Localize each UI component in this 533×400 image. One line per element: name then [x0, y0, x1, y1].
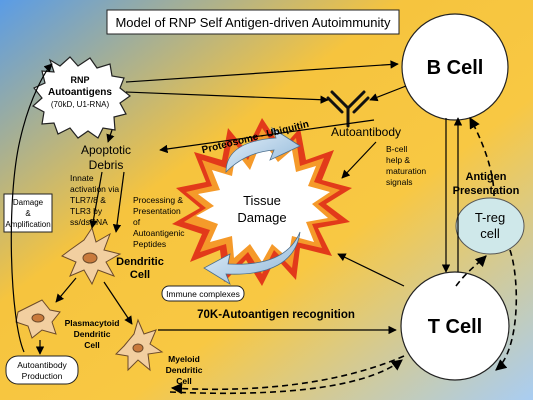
- autoantibody-label: Autoantibody: [331, 125, 401, 139]
- antigen-presentation-1: Antigen: [466, 171, 507, 183]
- bcell-help-line-2: help &: [386, 155, 410, 165]
- plasmacytoid-label-1: Plasmacytoid: [65, 318, 120, 328]
- treg-circle: [455, 197, 525, 255]
- antigen-presentation-2: Presentation: [453, 185, 520, 197]
- rnp-label-3: (70kD, U1-RNA): [51, 100, 110, 109]
- bcell-help-line-4: signals: [386, 177, 412, 187]
- arrow-tcell-to-tissue: [337, 253, 405, 287]
- innate-line-3: TLR7/8 &: [70, 195, 106, 205]
- title-box: [106, 9, 400, 35]
- processing-line-4: Autoantigenic: [133, 228, 185, 238]
- immune-complexes-box: [161, 285, 245, 302]
- processing-line-3: of: [133, 217, 141, 227]
- innate-line-2: activation via: [70, 184, 119, 194]
- bcell-help-line-1: B-cell: [386, 144, 407, 154]
- plasmacytoid-nucleus: [31, 313, 45, 323]
- rnp-label-1: RNP: [70, 75, 89, 85]
- dashed-tcell-to-myeloid: [170, 355, 405, 395]
- autoantibody-production-box: [5, 355, 79, 385]
- damage-amp-1: Damage: [13, 198, 44, 207]
- myeloid-label-1: Myeloid: [168, 354, 200, 364]
- apoptotic-label-1: Apoptotic: [81, 143, 131, 157]
- arrow-bcell-to-antibody: [369, 85, 407, 102]
- processing-line-2: Presentation: [133, 206, 181, 216]
- autoantibody-production-2: Production: [22, 371, 63, 381]
- dendritic-cell-nucleus: [82, 252, 98, 264]
- tissue-damage-label-1: Tissue: [243, 193, 281, 208]
- rnp-label-2: Autoantigens: [48, 87, 112, 98]
- tissue-damage-label-2: Damage: [237, 210, 286, 225]
- dashed-tcell-to-treg: [455, 255, 487, 287]
- innate-line-5: ss/dsRNA: [70, 217, 108, 227]
- arrows: [10, 60, 463, 355]
- arrow-debris-to-dc-right: [112, 171, 125, 233]
- dashed-arrows: [169, 117, 518, 395]
- antibody-icon: [326, 90, 370, 128]
- arrow-rnp-to-antibody: [125, 91, 329, 104]
- immune-complexes-label: Immune complexes: [166, 289, 240, 299]
- arrow-rnp-to-debris: [106, 129, 115, 143]
- dashed-treg-to-bcell: [469, 117, 495, 197]
- bcell-help-line-3: maturation: [386, 166, 426, 176]
- damage-amp-2: &: [25, 209, 31, 218]
- innate-line-4: TLR3 by: [70, 206, 103, 216]
- title: Model of RNP Self Antigen-driven Autoimm…: [115, 15, 391, 30]
- recognition-label: 70K-Autoantigen recognition: [197, 309, 355, 321]
- myeloid-label-2: Dendritic: [166, 365, 203, 375]
- treg-label-1: T-reg: [475, 210, 505, 225]
- arrow-dc-to-plasmacytoid: [55, 277, 77, 303]
- rnp-starburst: [31, 56, 132, 139]
- b-cell-label: B Cell: [427, 57, 484, 79]
- t-cell-circle: [400, 271, 510, 381]
- innate-line-1: Innate: [70, 173, 94, 183]
- arrow-antibody-to-debris: [159, 119, 375, 154]
- arrow-rnp-to-bcell: [125, 60, 399, 83]
- damage-amp-3: Amplification: [5, 220, 50, 229]
- plasmacytoid-label-2: Dendritic: [74, 329, 111, 339]
- arrow-antibody-to-tissue: [341, 141, 377, 179]
- arrow-amplification-loop: [10, 63, 53, 353]
- arrow-debris-to-dc-left: [89, 171, 103, 229]
- tissue-damage-burst-white: [196, 140, 330, 262]
- dashed-treg-to-tcell: [495, 249, 518, 371]
- processing-line-1: Processing &: [133, 195, 183, 205]
- myeloid-nucleus: [132, 343, 144, 353]
- dendritic-label-1: Dendritic: [116, 256, 164, 268]
- swoosh-lower: [203, 231, 301, 285]
- arrow-dc-to-myeloid: [103, 281, 133, 325]
- t-cell-label: T Cell: [428, 316, 482, 338]
- dendritic-label-2: Cell: [130, 269, 150, 281]
- treg-label-2: cell: [480, 226, 500, 241]
- autoantibody-production-1: Autoantibody: [17, 360, 67, 370]
- dashed-myeloid-to-tcell: [169, 359, 403, 395]
- plasmacytoid-label-3: Cell: [84, 340, 100, 350]
- swoosh-upper: [225, 126, 301, 173]
- apoptotic-label-2: Debris: [89, 158, 124, 172]
- myeloid-label-3: Cell: [176, 376, 192, 386]
- processing-line-5: Peptides: [133, 239, 166, 249]
